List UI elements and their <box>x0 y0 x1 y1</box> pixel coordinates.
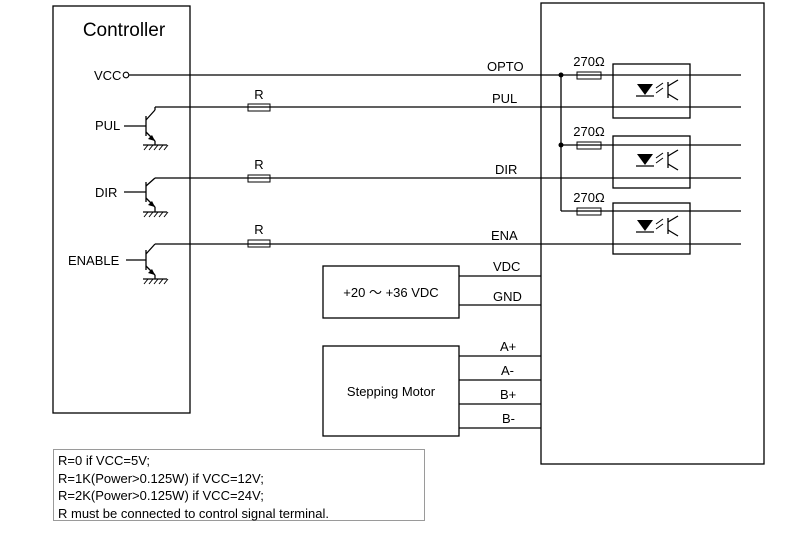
resistor-r-label: R <box>254 222 263 237</box>
enable-label: ENABLE <box>68 253 120 268</box>
note-line: R=0 if VCC=5V; <box>58 453 151 468</box>
optocoupler-2 <box>612 135 691 189</box>
terminal-a-minus: A- <box>501 363 514 378</box>
dir-label: DIR <box>95 185 117 200</box>
opto-resistor-label: 270Ω <box>573 124 605 139</box>
resistor-ena: R <box>247 222 271 248</box>
stepping-motor-block: Stepping Motor A+ A- B+ B- <box>322 339 541 437</box>
terminal-pul: PUL <box>492 91 517 106</box>
vcc-line: VCC <box>94 68 741 83</box>
resistor-dir: R <box>247 157 271 183</box>
motor-label: Stepping Motor <box>347 384 436 399</box>
opto-resistor-3: 270Ω <box>573 190 605 216</box>
power-supply-block: +20 ～ +36 VDC VDC GND <box>322 259 541 319</box>
opto-resistor-label: 270Ω <box>573 190 605 205</box>
dir-transistor: DIR <box>95 177 741 218</box>
optocoupler-1 <box>612 63 691 119</box>
enable-transistor: ENABLE <box>68 243 741 285</box>
terminal-a-plus: A+ <box>500 339 516 354</box>
controller-block: Controller <box>52 5 191 414</box>
resistor-r-label: R <box>254 157 263 172</box>
note-line: R=1K(Power>0.125W) if VCC=12V; <box>58 470 264 486</box>
controller-title: Controller <box>83 20 166 41</box>
terminal-b-minus: B- <box>502 411 515 426</box>
opto-resistor-1: 270Ω <box>573 54 605 80</box>
optocoupler-3 <box>612 202 691 255</box>
pul-label: PUL <box>95 118 120 133</box>
opto-resistor-label: 270Ω <box>573 54 605 69</box>
terminal-opto: OPTO <box>487 59 524 74</box>
driver-block <box>540 2 765 465</box>
vcc-label: VCC <box>94 68 121 83</box>
power-supply-label: +20 ～ +36 VDC <box>343 285 438 300</box>
note-line: R must be connected to control signal te… <box>58 505 329 521</box>
terminal-ena: ENA <box>491 228 518 243</box>
terminal-vdc: VDC <box>493 259 520 274</box>
pul-transistor: PUL <box>95 106 741 151</box>
note-line: R=2K(Power>0.125W) if VCC=24V; <box>58 488 264 503</box>
terminal-gnd: GND <box>493 289 522 304</box>
resistor-r-label: R <box>254 87 263 102</box>
resistor-notes: R=0 if VCC=5V; R=1K(Power>0.125W) if VCC… <box>53 449 425 521</box>
resistor-pul: R <box>247 87 271 112</box>
terminal-dir: DIR <box>495 162 517 177</box>
opto-bus <box>558 72 741 212</box>
opto-resistor-2: 270Ω <box>573 124 605 150</box>
terminal-b-plus: B+ <box>500 387 516 402</box>
